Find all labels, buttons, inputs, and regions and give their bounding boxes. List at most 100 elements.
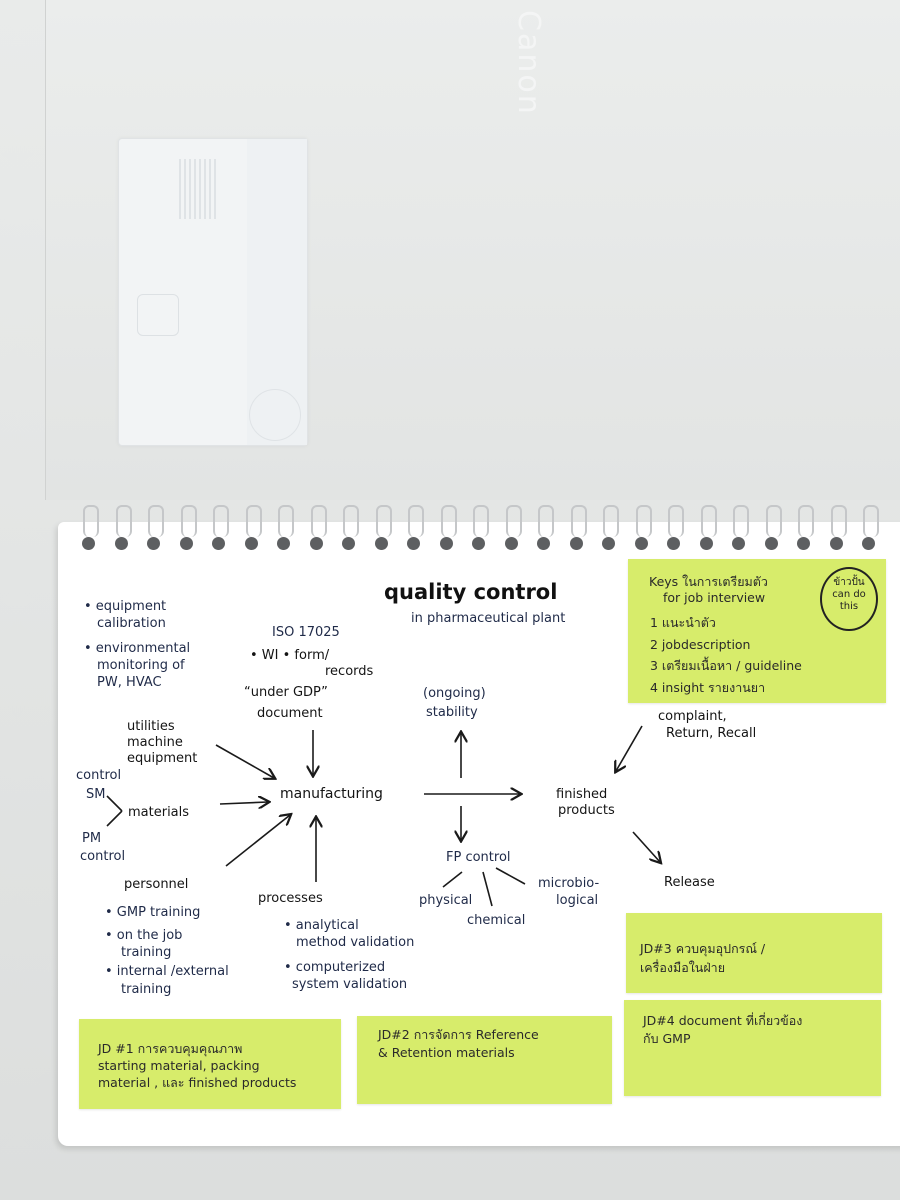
- can-do-this-stamp: ข้าวปั้น can do this: [820, 567, 878, 631]
- jd4-text: JD#4 document ที่เกี่ยวข้อง: [643, 1013, 803, 1028]
- sm-label: SM: [86, 787, 106, 802]
- spiral-ring: [700, 505, 717, 537]
- bracket-sm: [106, 795, 123, 812]
- spiral-ring: [505, 505, 522, 537]
- punch-hole: [114, 537, 128, 550]
- line-fp-micro: [495, 867, 526, 885]
- spiral-ring: [375, 505, 392, 537]
- spiral-ring: [343, 505, 359, 537]
- punch-hole: [82, 537, 95, 550]
- under-gdp-label: “under GDP”: [244, 685, 328, 700]
- spiral-ring: [440, 505, 457, 537]
- keys-item: 4 insight รายงานยา: [650, 680, 766, 695]
- keys-item: 3 เตรียมเนื้อหา / guideline: [650, 658, 802, 673]
- list-item: training: [121, 982, 172, 997]
- jd1-text: material , และ finished products: [98, 1075, 297, 1090]
- stamp-text: can do: [832, 589, 866, 600]
- document-node: document: [257, 706, 323, 721]
- card-hologram: [249, 389, 301, 441]
- sticky-jd3: [626, 913, 882, 993]
- punch-hole: [342, 537, 355, 550]
- stamp-text: ข้าวปั้น: [833, 577, 865, 588]
- spiral-ring: [863, 505, 879, 537]
- spiral-ring: [603, 505, 619, 537]
- punch-hole: [374, 537, 388, 550]
- punch-hole: [244, 537, 258, 550]
- punch-hole: [309, 537, 323, 550]
- spiral-ring: [83, 505, 99, 537]
- spiral-binding: [80, 505, 900, 555]
- list-item: • computerized: [284, 960, 386, 975]
- list-item: • on the job: [105, 928, 183, 943]
- control-label: control: [80, 849, 126, 864]
- jd3-text: JD#3 ควบคุมอุปกรณ์ /: [640, 941, 766, 956]
- jd2-text: & Retention materials: [378, 1045, 515, 1060]
- page-title: quality control: [384, 580, 558, 604]
- utilities-label: utilities: [127, 719, 175, 734]
- jd1-text: starting material, packing: [98, 1058, 260, 1073]
- arrow-materials-to-manufacturing: [219, 802, 268, 804]
- manufacturing-node: manufacturing: [280, 786, 383, 802]
- spiral-ring: [408, 505, 424, 537]
- list-item: calibration: [97, 616, 166, 631]
- spiral-ring: [278, 505, 294, 537]
- line-fp-physical: [442, 871, 463, 888]
- chemical-label: chemical: [467, 913, 526, 928]
- jd2-text: JD#2 การจัดการ Reference: [378, 1027, 539, 1042]
- punch-hole: [147, 537, 160, 550]
- micro-label: microbio-: [538, 876, 600, 891]
- spiral-ring: [245, 505, 262, 537]
- list-item: • analytical: [284, 918, 359, 933]
- id-card: [118, 138, 308, 446]
- arrow-finished-to-release: [632, 831, 660, 862]
- punch-hole: [764, 537, 778, 550]
- sticky-jd2: [357, 1016, 612, 1104]
- punch-hole: [537, 537, 550, 550]
- page-subtitle: in pharmaceutical plant: [411, 611, 566, 626]
- spiral-ring: [798, 505, 814, 537]
- punch-hole: [667, 537, 680, 550]
- punch-hole: [634, 537, 648, 550]
- return-recall-label: Return, Recall: [666, 726, 757, 741]
- punch-hole: [569, 537, 583, 550]
- physical-label: physical: [419, 893, 473, 908]
- list-item: • equipment: [84, 599, 167, 614]
- materials-node: materials: [128, 805, 190, 820]
- punch-hole: [212, 537, 225, 550]
- jd4-text: กับ GMP: [643, 1031, 691, 1046]
- ongoing-label: (ongoing): [423, 686, 486, 701]
- spiral-ring: [180, 505, 197, 537]
- line-fp-chemical: [482, 871, 493, 907]
- release-node: Release: [664, 875, 715, 890]
- spiral-ring: [668, 505, 684, 537]
- wi-form-label: • WI • form/: [250, 648, 330, 663]
- spiral-ring: [538, 505, 554, 537]
- stability-node: stability: [426, 705, 478, 720]
- spiral-ring: [213, 505, 229, 537]
- spiral-ring: [570, 505, 587, 537]
- records-label: records: [325, 664, 374, 679]
- sticky-jd4: [624, 1000, 881, 1096]
- arrow-utilities-to-manufacturing: [215, 744, 274, 778]
- list-item: PW, HVAC: [97, 675, 162, 690]
- punch-hole: [439, 537, 453, 550]
- punch-hole: [829, 537, 843, 550]
- list-item: training: [121, 945, 172, 960]
- spiral-ring: [115, 505, 132, 537]
- punch-hole: [179, 537, 193, 550]
- control-label: control: [76, 768, 122, 783]
- complaint-label: complaint,: [658, 709, 727, 724]
- equipment-label: equipment: [127, 751, 198, 766]
- keys-title: Keys ในการเตรียมตัว: [649, 574, 768, 589]
- list-item: system validation: [292, 977, 408, 992]
- punch-hole: [472, 537, 485, 550]
- stamp-text: this: [839, 601, 859, 612]
- finished-node: finished: [556, 787, 608, 802]
- list-item: • GMP training: [105, 905, 201, 920]
- punch-hole: [699, 537, 713, 550]
- punch-hole: [504, 537, 518, 550]
- card-chip: [137, 294, 179, 336]
- finished-node: products: [558, 803, 615, 818]
- iso-label: ISO 17025: [272, 625, 340, 640]
